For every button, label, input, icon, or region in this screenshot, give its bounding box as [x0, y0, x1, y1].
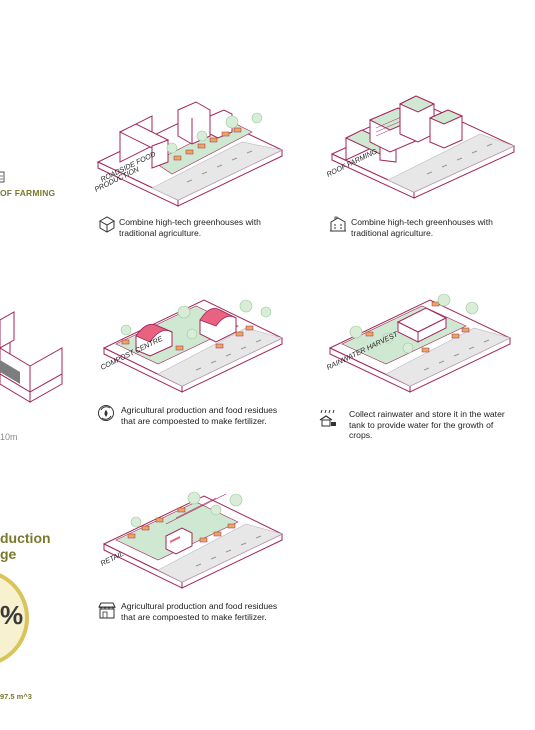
compost-caption: Agricultural production and food residue…: [121, 405, 277, 426]
compost-icon: [96, 403, 116, 428]
rainwater-harvest-diagram: RAINWATER HARVEST: [325, 293, 512, 393]
percent-gauge: [0, 573, 29, 663]
compost-centre-diagram: COMPOST CENTRE: [99, 299, 284, 393]
roadside-caption: Combine high-tech greenhouses with tradi…: [119, 217, 261, 238]
retail-caption-line2: that are compoested to make fertilizer.: [121, 611, 267, 622]
compost-caption-line1: Agricultural production and food residue…: [121, 405, 278, 415]
retail-caption: Agricultural production and food residue…: [121, 601, 277, 622]
scale-label: 10m: [0, 432, 18, 442]
rainwater-caption: Collect rainwater and store it in the wa…: [349, 409, 505, 441]
percent-glyph: %: [0, 600, 24, 630]
rainwater-caption-line1: Collect rainwater and store it in the wa…: [349, 409, 505, 419]
farming-label: OF FARMING: [0, 188, 56, 198]
roadside-food-diagram: ROADSIDE FOOD PRODUCTION: [93, 101, 284, 207]
compost-caption-line2: that are compoested to make fertilizer.: [121, 415, 267, 426]
roof-caption-line2: traditional agriculture.: [351, 227, 434, 238]
rain-tank-icon: [318, 408, 338, 433]
rainwater-caption-line3: crops.: [349, 430, 373, 440]
rainwater-caption-line2: tank to provide water for the growth of: [349, 419, 494, 430]
roadside-caption-line1: Combine high-tech greenhouses with: [119, 217, 261, 227]
box-greenhouse-icon: [97, 214, 117, 239]
roof-caption: Combine high-tech greenhouses with tradi…: [351, 217, 493, 238]
building-icon: [328, 214, 348, 239]
production-title-line1: duction: [0, 530, 51, 546]
production-title-line2: ge: [0, 546, 17, 562]
roof-caption-line1: Combine high-tech greenhouses with: [351, 217, 493, 227]
partial-block-diagram: [0, 311, 63, 403]
shop-icon: [97, 600, 117, 625]
roadside-caption-line2: traditional agriculture.: [119, 227, 202, 238]
retail-caption-line1: Agricultural production and food residue…: [121, 601, 278, 611]
partial-icon: [0, 170, 6, 184]
volume-label: 97.5 m^3: [0, 692, 32, 701]
retail-diagram: RETAIL: [99, 491, 284, 589]
roof-farming-diagram: ROOF FARMING: [325, 95, 516, 199]
